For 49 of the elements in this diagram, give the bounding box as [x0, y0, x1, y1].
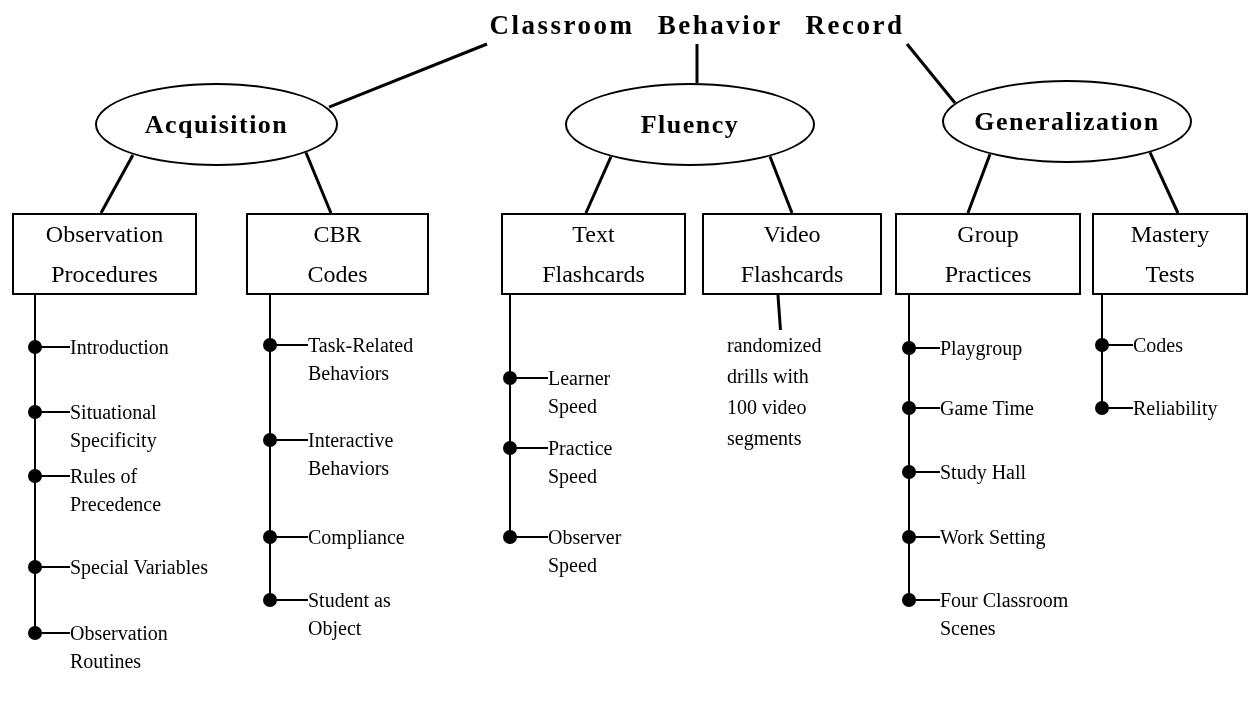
list-item-text: Rules of Precedence [70, 462, 180, 518]
list-item-text: Compliance [308, 523, 438, 551]
connector-line [99, 154, 135, 214]
category-ellipse [565, 83, 815, 166]
connector-line [304, 151, 333, 214]
topic-box [501, 213, 686, 295]
connector-line [966, 153, 992, 214]
box-label: Mastery Tests [1129, 220, 1211, 289]
connector-line [1148, 151, 1180, 214]
ellipse-label: Generalization [974, 106, 1160, 138]
list-item-text: Work Setting [940, 523, 1090, 551]
box-label: Observation Procedures [44, 220, 165, 289]
box-label: Video Flashcards [739, 220, 845, 289]
topic-box [12, 213, 197, 295]
topic-box [702, 213, 882, 295]
list-item-text: Observer Speed [548, 523, 638, 579]
list-item-text: Introduction [70, 333, 210, 361]
topic-box [895, 213, 1081, 295]
list-item-text: Situational Specificity [70, 398, 180, 454]
list-item-text: Playgroup [940, 334, 1090, 362]
list-item-text: Special Variables [70, 553, 255, 581]
list-item-text: Task-Related Behaviors [308, 331, 438, 387]
connector-line [905, 43, 957, 104]
list-item-text: Learner Speed [548, 364, 633, 420]
list-item-text: randomized drills with 100 video segments [727, 330, 837, 454]
connector-line [776, 294, 782, 331]
list-item-text: Practice Speed [548, 434, 633, 490]
topic-box [1092, 213, 1248, 295]
box-label: Text Flashcards [541, 220, 646, 289]
connector-line [328, 42, 488, 109]
list-item-text: Reliability [1133, 394, 1248, 422]
category-ellipse [95, 83, 338, 166]
connector-line [695, 44, 699, 83]
ellipse-label: Fluency [640, 109, 740, 141]
category-ellipse [942, 80, 1192, 163]
list-item-text: Student as Object [308, 586, 408, 642]
list-item-text: Interactive Behaviors [308, 426, 418, 482]
list-item-text: Four Classroom Scenes [940, 586, 1090, 642]
topic-box [246, 213, 429, 295]
list-item-text: Game Time [940, 394, 1090, 422]
title-text: Classroom Behavior Record [487, 6, 907, 44]
connector-line [584, 156, 613, 214]
box-label: Group Practices [943, 220, 1033, 289]
ellipse-label: Acquisition [144, 109, 289, 141]
list-item-text: Codes [1133, 331, 1243, 359]
connector-line [768, 156, 794, 214]
list-item-text: Study Hall [940, 458, 1090, 486]
list-item-text: Observation Routines [70, 619, 195, 675]
box-label: CBR Codes [306, 220, 369, 289]
